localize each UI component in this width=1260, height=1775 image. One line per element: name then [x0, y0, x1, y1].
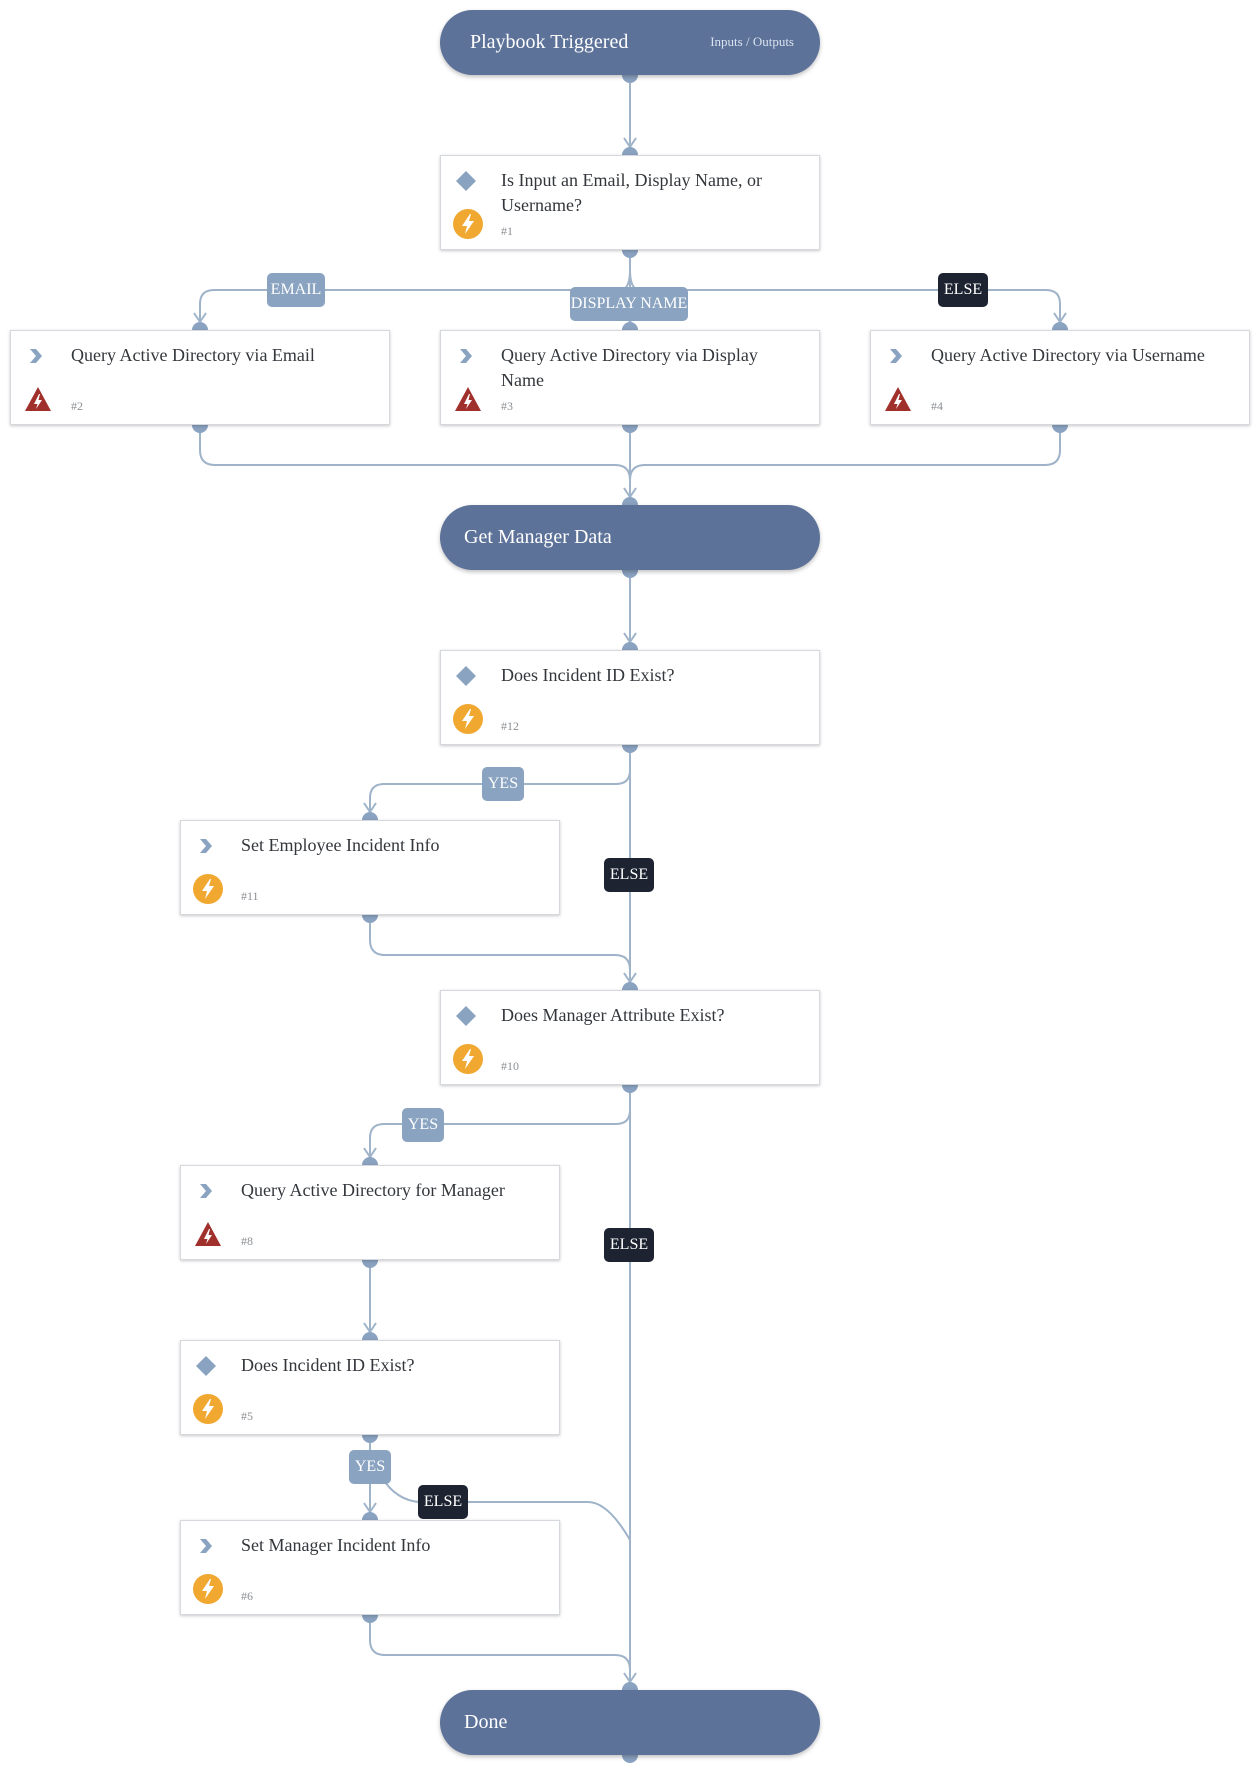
- edge-label-else[interactable]: ELSE: [418, 1485, 468, 1519]
- chevron-right-icon: [25, 345, 47, 367]
- connector-line: [629, 425, 1061, 505]
- edge-label-display-name[interactable]: DISPLAY NAME: [570, 287, 688, 321]
- task-title: Query Active Directory via Email: [71, 345, 315, 365]
- chevron-right-icon: [885, 345, 907, 367]
- task-number: #2: [71, 399, 83, 413]
- section-get-manager-data[interactable]: Get Manager Data: [440, 505, 820, 570]
- warning-icon: [193, 1219, 223, 1249]
- task-card[interactable]: Query Active Directory via Email #2: [10, 330, 390, 425]
- task-title: Does Incident ID Exist?: [241, 1355, 415, 1375]
- task-title: Does Manager Attribute Exist?: [501, 1005, 725, 1025]
- task-number: #1: [501, 224, 513, 238]
- lightning-icon: [453, 1044, 483, 1074]
- task-card[interactable]: Query Active Directory for Manager #8: [180, 1165, 560, 1260]
- edge-label-yes[interactable]: YES: [482, 767, 524, 801]
- condition-diamond-icon: [455, 170, 477, 192]
- edge-label-yes[interactable]: YES: [402, 1108, 444, 1142]
- connector-line: [629, 250, 1061, 330]
- edge-label-email[interactable]: EMAIL: [267, 273, 325, 307]
- lightning-icon: [453, 209, 483, 239]
- task-title: Query Active Directory via Username: [931, 345, 1205, 365]
- task-card[interactable]: Set Manager Incident Info #6: [180, 1520, 560, 1615]
- task-card[interactable]: Set Employee Incident Info #11: [180, 820, 560, 915]
- task-number: #4: [931, 399, 943, 413]
- chevron-right-icon: [195, 1535, 217, 1557]
- chevron-right-icon: [195, 835, 217, 857]
- task-card[interactable]: Does Incident ID Exist? #12: [440, 650, 820, 745]
- edge-label-else[interactable]: ELSE: [604, 858, 654, 892]
- inputs-outputs-link[interactable]: Inputs / Outputs: [710, 34, 794, 49]
- task-number: #3: [501, 399, 513, 413]
- task-number: #10: [501, 1059, 519, 1073]
- lightning-icon: [193, 874, 223, 904]
- task-number: #5: [241, 1409, 253, 1423]
- warning-icon: [453, 384, 483, 414]
- condition-diamond-icon: [455, 1005, 477, 1027]
- edge-label-else[interactable]: ELSE: [604, 1228, 654, 1262]
- task-card[interactable]: Does Incident ID Exist? #5: [180, 1340, 560, 1435]
- lightning-icon: [193, 1574, 223, 1604]
- task-title: Is Input an Email, Display Name, or User…: [501, 170, 762, 215]
- task-number: #8: [241, 1234, 253, 1248]
- edge-label-else[interactable]: ELSE: [938, 273, 988, 307]
- section-title: Get Manager Data: [464, 526, 612, 548]
- section-title: Done: [464, 1711, 508, 1733]
- section-playbook-triggered[interactable]: Playbook Triggered Inputs / Outputs: [440, 10, 820, 75]
- task-title: Query Active Directory via Display Name: [501, 345, 758, 390]
- task-card[interactable]: Does Manager Attribute Exist? #10: [440, 990, 820, 1085]
- connector-line: [369, 1615, 631, 1690]
- connector-line: [199, 425, 631, 505]
- connector-line: [369, 915, 631, 990]
- condition-diamond-icon: [455, 665, 477, 687]
- lightning-icon: [193, 1394, 223, 1424]
- connector-line: [199, 250, 631, 330]
- chevron-right-icon: [195, 1180, 217, 1202]
- condition-diamond-icon: [195, 1355, 217, 1377]
- task-title: Does Incident ID Exist?: [501, 665, 675, 685]
- task-number: #12: [501, 719, 519, 733]
- warning-icon: [883, 384, 913, 414]
- task-number: #11: [241, 889, 259, 903]
- section-done[interactable]: Done: [440, 1690, 820, 1755]
- task-title: Query Active Directory for Manager: [241, 1180, 505, 1200]
- lightning-icon: [453, 704, 483, 734]
- task-card[interactable]: Query Active Directory via Username #4: [870, 330, 1250, 425]
- task-title: Set Employee Incident Info: [241, 835, 440, 855]
- chevron-right-icon: [455, 345, 477, 367]
- warning-icon: [23, 384, 53, 414]
- edge-label-yes[interactable]: YES: [349, 1450, 391, 1484]
- task-card[interactable]: Is Input an Email, Display Name, or User…: [440, 155, 820, 250]
- task-card[interactable]: Query Active Directory via Display Name #…: [440, 330, 820, 425]
- section-title: Playbook Triggered: [470, 31, 629, 53]
- task-number: #6: [241, 1589, 253, 1603]
- task-title: Set Manager Incident Info: [241, 1535, 431, 1555]
